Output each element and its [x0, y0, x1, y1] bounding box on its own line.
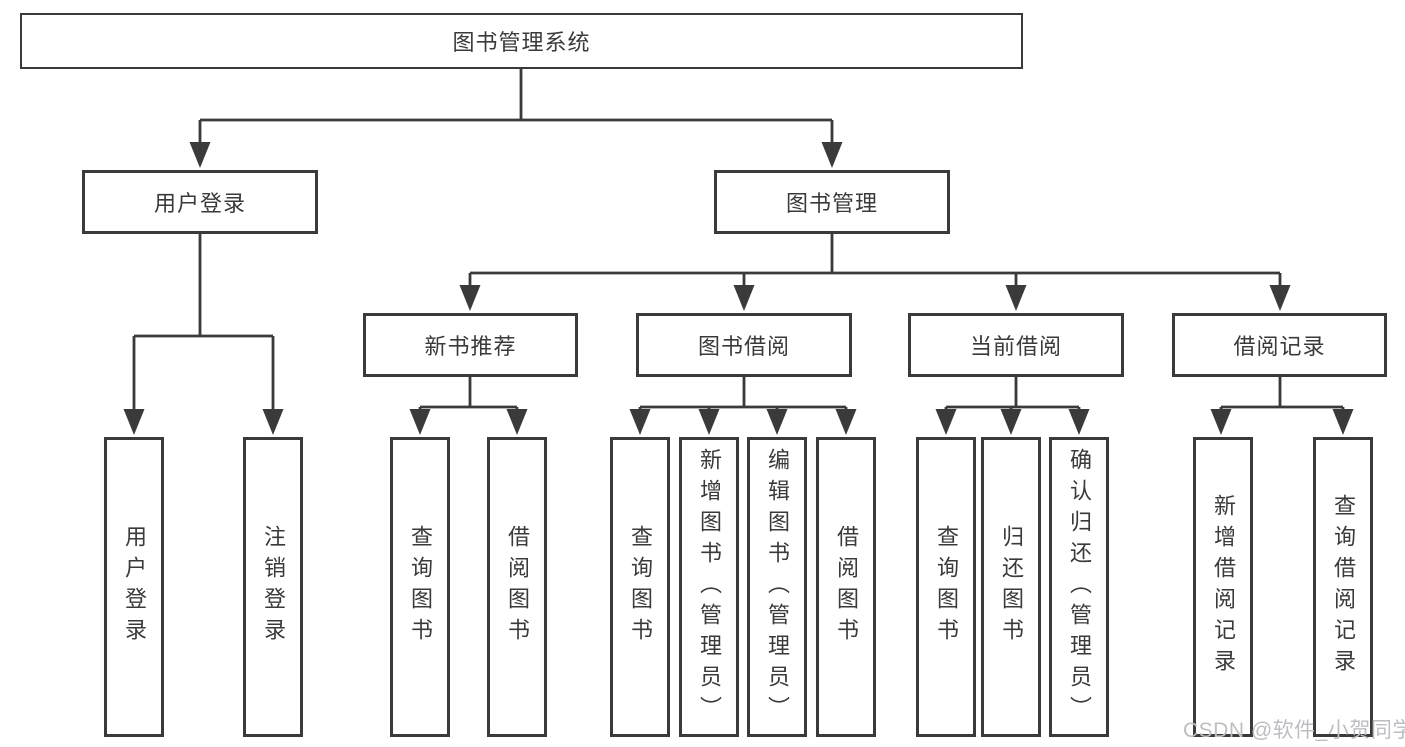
node-user-login: 用户登录	[82, 170, 318, 234]
leaf-add-book-admin: 新增图书（管理员）	[679, 437, 739, 737]
leaf-borrow-books: 借阅图书	[816, 437, 876, 737]
leaf-logout: 注销登录	[243, 437, 303, 737]
node-new-book-recommendation: 新书推荐	[363, 313, 578, 377]
node-book-management: 图书管理	[714, 170, 950, 234]
leaf-user-login: 用户登录	[104, 437, 164, 737]
leaf-query-borrow-record: 查询借阅记录	[1313, 437, 1373, 737]
leaf-add-borrow-record: 新增借阅记录	[1193, 437, 1253, 737]
leaf-query-books-recommend: 查询图书	[390, 437, 450, 737]
leaf-return-book: 归还图书	[981, 437, 1041, 737]
leaf-edit-book-admin: 编辑图书（管理员）	[747, 437, 807, 737]
node-current-borrowing: 当前借阅	[908, 313, 1124, 377]
node-library-management-system: 图书管理系统	[20, 13, 1023, 69]
node-book-borrowing: 图书借阅	[636, 313, 852, 377]
leaf-query-books-current: 查询图书	[916, 437, 976, 737]
leaf-query-books-borrow: 查询图书	[610, 437, 670, 737]
node-borrowing-records: 借阅记录	[1172, 313, 1387, 377]
leaf-borrow-books-recommend: 借阅图书	[487, 437, 547, 737]
leaf-confirm-return-admin: 确认归还（管理员）	[1049, 437, 1109, 737]
csdn-watermark: CSDN @软件_小贺同学	[1183, 719, 1405, 742]
